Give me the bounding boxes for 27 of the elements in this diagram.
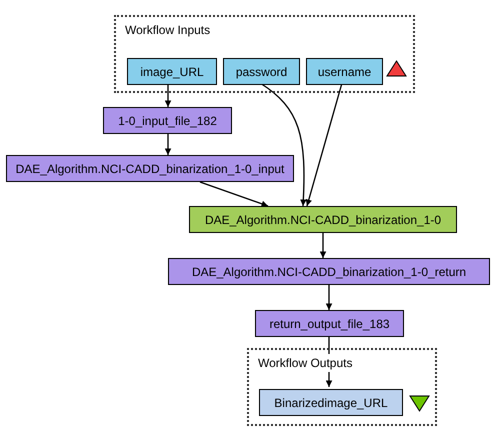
process-box (255, 310, 404, 337)
group-title: Workflow Outputs (258, 354, 352, 372)
arrow (306, 82, 343, 206)
arrow (326, 285, 332, 310)
node-label: DAE_Algorithm.NCI-CADD_binarization_1-0_return (192, 264, 466, 280)
process-box (168, 258, 490, 285)
process-box (223, 58, 300, 85)
process-box (103, 107, 232, 134)
group-frame (247, 348, 437, 426)
process-box (306, 58, 383, 85)
arrow (164, 83, 172, 107)
process-box (259, 389, 403, 416)
node-label: return_output_file_183 (269, 316, 390, 332)
node-label: 1-0_input_file_182 (118, 112, 217, 130)
node-label: Binarizedimage_URL (274, 394, 388, 412)
group-frame (114, 15, 415, 93)
node-label: DAE_Algorithm.NCI-CADD_binarization_1-0 (204, 212, 442, 228)
node-label: DAE_Algorithm.NCI-CADD_binarization_1-0_input (16, 160, 284, 178)
node-label: password (236, 64, 288, 80)
arrow (200, 181, 268, 207)
process-box (127, 58, 217, 85)
process-box (189, 206, 457, 233)
node-label: image_URL (140, 64, 204, 80)
process-box (6, 155, 294, 182)
arrow (164, 134, 172, 155)
node-label: username (318, 64, 372, 80)
arrow (320, 233, 326, 258)
